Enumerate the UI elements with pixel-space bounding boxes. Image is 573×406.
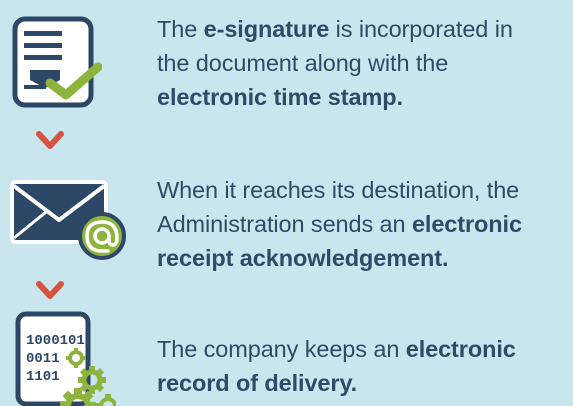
emphasis-text: electronic time stamp. bbox=[157, 84, 403, 110]
down-arrow-icon bbox=[36, 281, 64, 299]
emphasis-text: electronic bbox=[411, 211, 522, 237]
emphasis-text: receipt acknowledgement. bbox=[157, 245, 449, 271]
step-text-line: the document along with the bbox=[157, 46, 513, 80]
binary-record-gears-icon: 1000101 0011 1101 bbox=[15, 311, 116, 406]
step-text-line: electronic time stamp. bbox=[157, 80, 513, 114]
binary-line-3: 1101 bbox=[26, 369, 60, 385]
step-text-line: receipt acknowledgement. bbox=[157, 241, 522, 275]
step-text-line: The company keeps an electronic bbox=[157, 332, 516, 366]
emphasis-text: electronic bbox=[405, 336, 516, 362]
step-text-line: record of delivery. bbox=[157, 366, 516, 400]
text-segment: is incorporated in bbox=[329, 16, 513, 42]
gear-icon bbox=[66, 348, 86, 368]
gear-icon bbox=[96, 394, 116, 406]
step-text-line: The e-signature is incorporated in bbox=[157, 12, 513, 46]
down-arrow-icon bbox=[36, 131, 64, 149]
gear-icon bbox=[60, 388, 96, 406]
text-segment: the document along with the bbox=[157, 50, 449, 76]
emphasis-text: e-signature bbox=[203, 16, 330, 42]
step-text-line: Administration sends an electronic bbox=[157, 207, 522, 241]
text-segment: Administration sends an bbox=[157, 211, 412, 237]
text-segment: When it reaches its destination, the bbox=[157, 177, 520, 203]
text-segment: The bbox=[157, 16, 204, 42]
signed-document-icon bbox=[12, 16, 102, 108]
step-3-text: The company keeps an electronic record of… bbox=[157, 332, 516, 400]
binary-line-1: 1000101 bbox=[26, 333, 85, 349]
emphasis-text: record of delivery. bbox=[157, 370, 358, 396]
envelope-at-icon bbox=[10, 180, 126, 260]
text-segment: The company keeps an bbox=[157, 336, 406, 362]
step-1-text: The e-signature is incorporated in the do… bbox=[157, 12, 513, 114]
binary-line-2: 0011 bbox=[26, 351, 60, 367]
gear-icon bbox=[78, 366, 106, 394]
step-text-line: When it reaches its destination, the bbox=[157, 173, 522, 207]
